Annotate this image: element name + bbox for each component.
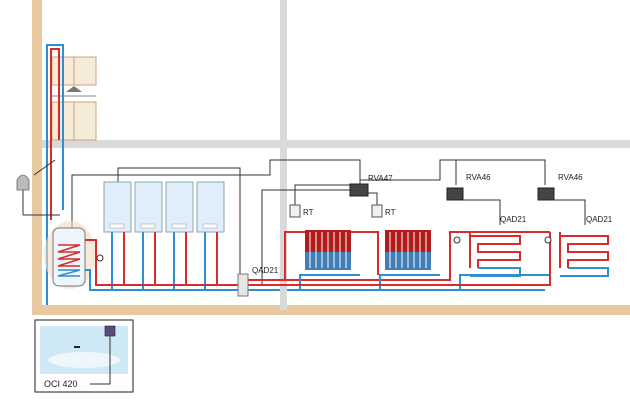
interior-wall bbox=[280, 0, 287, 310]
label-qad21-b: QAD21 bbox=[586, 215, 613, 224]
range-hood bbox=[66, 86, 82, 92]
boiler-2 bbox=[134, 181, 163, 233]
oci-inset: OCI 420 bbox=[34, 319, 134, 393]
mixing-valve-2-icon bbox=[544, 236, 552, 244]
flue-pipe-supply bbox=[50, 48, 60, 220]
label-qad21-main: QAD21 bbox=[252, 266, 279, 275]
mixing-valve-1-icon bbox=[453, 236, 461, 244]
boiler-1 bbox=[103, 181, 132, 233]
control-wiring bbox=[71, 159, 586, 285]
sensor-arrow bbox=[33, 159, 56, 176]
floor-heating-2 bbox=[560, 235, 609, 277]
thermostat-icon bbox=[289, 204, 301, 218]
label-oci: OCI 420 bbox=[44, 379, 78, 389]
distribution-headers bbox=[248, 231, 561, 291]
controller-icon bbox=[446, 187, 464, 201]
label-rt-b: RT bbox=[385, 208, 396, 217]
hot-water-cylinder bbox=[44, 221, 96, 289]
outdoor-sensor-icon bbox=[16, 174, 60, 216]
boiler-3 bbox=[165, 181, 194, 233]
thermostat-icon bbox=[371, 204, 383, 218]
boiler-piping bbox=[85, 232, 280, 291]
flue-pipe-return bbox=[46, 44, 64, 305]
dhw-pump-icon bbox=[96, 254, 104, 262]
label-rva46-b: RVA46 bbox=[558, 173, 583, 182]
radiator-2 bbox=[385, 230, 431, 270]
floor-slab bbox=[32, 305, 630, 315]
hydraulic-separator bbox=[237, 273, 249, 297]
controller-icon bbox=[349, 183, 369, 197]
label-rt-a: RT bbox=[303, 208, 314, 217]
boiler-4 bbox=[196, 181, 225, 233]
exterior-wall bbox=[32, 0, 42, 312]
ceiling-slab bbox=[42, 140, 630, 148]
floor-heating-1 bbox=[470, 235, 521, 277]
radiator-1 bbox=[305, 230, 351, 270]
label-rva47: RVA47 bbox=[368, 174, 393, 183]
label-rva46-a: RVA46 bbox=[466, 173, 491, 182]
controller-icon bbox=[537, 187, 555, 201]
oci-module-icon bbox=[104, 325, 116, 337]
label-qad21-a: QAD21 bbox=[500, 215, 527, 224]
